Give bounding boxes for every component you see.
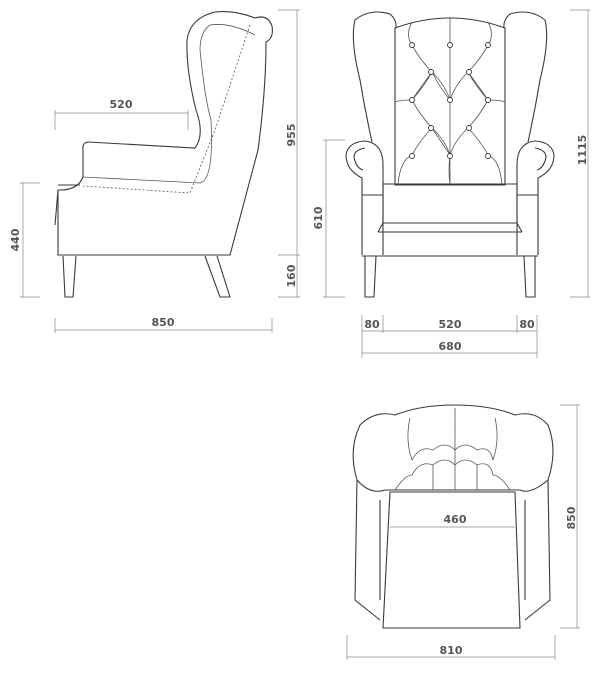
dim-front-width [361, 315, 538, 358]
dim-955 [278, 9, 300, 298]
side-view: 850 520 440 955 160 [9, 9, 300, 333]
top-tufting [394, 408, 511, 491]
dim-label-side-seat-depth: 520 [110, 98, 133, 111]
front-right-wing [503, 11, 548, 143]
top-seat [382, 491, 521, 629]
dim-label-top-seat-width: 460 [444, 513, 467, 526]
dim-label-arm-right: 80 [519, 318, 535, 331]
front-right-leg [523, 255, 536, 298]
dim-850-side [54, 318, 273, 333]
side-back-outline [57, 11, 273, 256]
side-front-leg [62, 255, 77, 298]
dim-label-top-width: 810 [440, 644, 463, 657]
side-seat-lip [54, 184, 80, 226]
front-seat [362, 183, 538, 257]
dim-label-total-height: 1115 [576, 135, 589, 166]
front-right-arm [516, 140, 555, 255]
dim-label-back-height: 955 [285, 124, 298, 147]
side-hidden-frame [82, 24, 251, 194]
dim-label-leg-height: 160 [285, 264, 298, 287]
front-left-wing [352, 11, 397, 143]
dim-label-total-width: 680 [439, 340, 462, 353]
dim-label-top-depth: 850 [565, 506, 578, 529]
side-back-leg [204, 255, 231, 298]
side-back-inner [82, 24, 256, 184]
dim-label-seat-width: 520 [439, 318, 462, 331]
top-back-outline [352, 404, 554, 492]
dim-label-arm-left: 80 [364, 318, 380, 331]
top-body [354, 479, 551, 621]
front-tuft-buttons [409, 42, 491, 159]
dim-810 [346, 635, 556, 660]
dim-850-top [560, 404, 580, 629]
dim-520-side [54, 110, 189, 130]
dim-1115 [570, 9, 590, 298]
dim-label-arm-height: 610 [312, 206, 325, 229]
dim-label-seat-height: 440 [9, 228, 22, 251]
front-left-leg [364, 255, 377, 298]
dim-label-side-depth: 850 [152, 316, 175, 329]
dim-610 [323, 139, 345, 298]
front-left-arm [345, 140, 384, 255]
front-view: 80 520 80 680 610 1115 [312, 9, 590, 358]
dim-440 [20, 182, 40, 298]
top-view: 460 810 850 [346, 404, 580, 660]
